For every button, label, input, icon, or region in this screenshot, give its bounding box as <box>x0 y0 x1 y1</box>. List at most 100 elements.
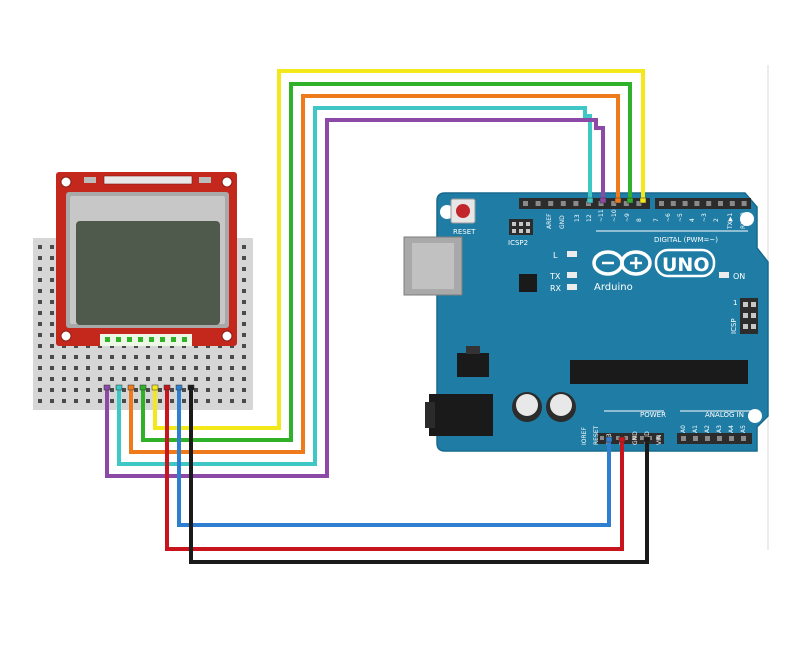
led-on <box>719 272 729 278</box>
arduino-uno-board: RESET ICSP2 L TX RX ON <box>403 192 769 452</box>
digital-pin-label: 4 <box>689 218 696 222</box>
header-hole <box>656 436 660 440</box>
analog-pin-label: A2 <box>704 425 711 433</box>
breadboard-hole <box>170 377 174 381</box>
breadboard-hole <box>218 355 222 359</box>
breadboard-hole <box>158 355 162 359</box>
breadboard-hole <box>230 399 234 403</box>
lcd-pin <box>105 337 110 342</box>
digital-pin-label: 12 <box>586 214 593 222</box>
analog-pin-label: A4 <box>728 425 735 433</box>
breadboard-hole <box>50 399 54 403</box>
breadboard-hole <box>62 355 66 359</box>
reset-label: RESET <box>453 228 476 236</box>
breadboard-hole <box>242 278 246 282</box>
digital-pin-label: ~6 <box>665 213 672 222</box>
breadboard-hole <box>38 388 42 392</box>
icsp2-pin <box>512 229 516 233</box>
header-hole <box>548 201 554 206</box>
breadboard-hole <box>50 289 54 293</box>
analog-header-holes <box>681 436 746 441</box>
breadboard-hole <box>98 388 102 392</box>
led-rx <box>567 284 577 290</box>
breadboard-hole <box>146 388 150 392</box>
breadboard-hole <box>110 366 114 370</box>
led-tx-label: TX <box>549 272 561 281</box>
breadboard-hole <box>194 399 198 403</box>
breadboard-hole <box>98 355 102 359</box>
breadboard-hole <box>62 366 66 370</box>
header-hole <box>586 201 591 206</box>
breadboard-hole <box>86 377 90 381</box>
header-hole <box>670 201 676 206</box>
breadboard-hole <box>218 377 222 381</box>
header-hole <box>659 201 664 206</box>
header-hole <box>741 201 747 206</box>
header-hole <box>729 201 735 206</box>
breadboard-hole <box>50 388 54 392</box>
icsp2-pin <box>526 229 530 233</box>
lcd-pin <box>182 337 187 342</box>
breadboard-hole <box>146 355 150 359</box>
breadboard-hole <box>242 311 246 315</box>
lcd-pin <box>127 337 132 342</box>
header-hole <box>632 436 636 440</box>
breadboard-hole <box>38 399 42 403</box>
breadboard-hole <box>146 399 150 403</box>
breadboard-hole <box>74 355 78 359</box>
dc-jack-tab <box>425 402 435 428</box>
breadboard-hole <box>110 388 114 392</box>
led-l-label: L <box>553 251 558 260</box>
wire-end <box>626 197 634 204</box>
breadboard-hole <box>182 388 186 392</box>
breadboard-hole <box>134 399 138 403</box>
breadboard-hole <box>194 355 198 359</box>
reset-button[interactable] <box>456 204 470 218</box>
breadboard-hole <box>38 289 42 293</box>
power-pin-label: IOREF <box>581 427 588 445</box>
breadboard-hole <box>170 366 174 370</box>
wire-end <box>139 384 147 391</box>
dc-power-jack <box>429 394 493 436</box>
breadboard-hole <box>242 344 246 348</box>
breadboard-hole <box>206 355 210 359</box>
breadboard-hole <box>182 355 186 359</box>
breadboard-hole <box>242 245 246 249</box>
lcd-module <box>56 172 237 346</box>
breadboard-hole <box>38 333 42 337</box>
breadboard-hole <box>218 399 222 403</box>
breadboard-hole <box>182 399 186 403</box>
wire-end <box>187 384 195 391</box>
header-hole <box>741 436 746 441</box>
digital-pin-label: ~5 <box>677 213 684 222</box>
icsp-pin <box>743 313 748 318</box>
header-hole <box>705 436 710 441</box>
wire-yellow <box>153 69 645 430</box>
digital-pin-label: ~9 <box>624 213 631 222</box>
breadboard-hole <box>86 355 90 359</box>
breadboard-hole <box>62 377 66 381</box>
aref-label: AREF <box>546 213 553 229</box>
header-hole <box>623 201 629 206</box>
digital-pin-label: TX▶1 <box>727 213 734 230</box>
breadboard-hole <box>62 399 66 403</box>
breadboard-hole <box>122 355 126 359</box>
icsp2-pins <box>512 222 530 233</box>
breadboard-hole <box>74 399 78 403</box>
wire-red <box>165 388 624 551</box>
analog-label: ANALOG IN <box>705 411 744 419</box>
breadboard-hole <box>38 366 42 370</box>
breadboard-hole <box>182 377 186 381</box>
power-pin-label: VIN <box>656 435 663 445</box>
breadboard-hole <box>74 377 78 381</box>
breadboard-hole <box>170 355 174 359</box>
board-mount-hole <box>740 212 754 226</box>
header-hole <box>681 436 686 441</box>
header-hole <box>729 436 734 441</box>
header-hole <box>535 201 541 206</box>
breadboard-hole <box>62 388 66 392</box>
breadboard-hole <box>86 399 90 403</box>
wire-blue <box>177 388 611 527</box>
